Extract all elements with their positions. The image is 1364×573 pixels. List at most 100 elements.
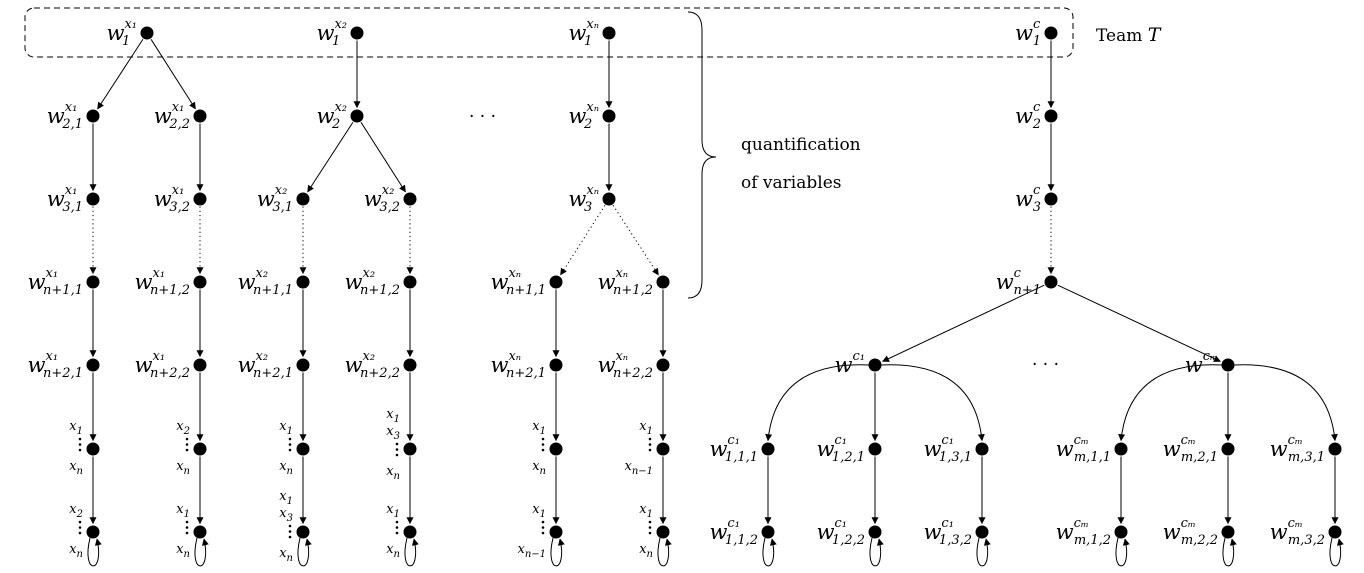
svg-text:xn: xn [69,459,83,477]
brace-label-line2: of variables [741,173,841,193]
node-w32x1 [193,192,207,206]
edge-w2x2-w31x2 [307,122,354,193]
node-leafA4 [549,442,563,456]
node-leafA0 [86,442,100,456]
node-w21x1 [86,109,100,123]
svg-text:xn: xn [176,459,190,477]
node-w2c [1044,109,1058,123]
node-wn21x1 [86,358,100,372]
svg-text:x1: x1 [532,419,546,437]
edge-wc1-w111 [765,364,869,442]
svg-text:x1: x1 [386,407,400,425]
node-wn12x2 [403,275,417,289]
edge-w3xn-wn12xn [612,205,659,276]
svg-text:xn: xn [279,546,293,564]
node-wn22x2 [403,358,417,372]
self-loop-6 [762,537,777,567]
svg-text:x1: x1 [279,489,293,507]
svg-text:x2: x2 [176,419,190,437]
node-wn22xn [656,358,670,372]
node-w1x1 [140,26,154,40]
node-w1x2 [350,26,364,40]
var-label-block-1: x2 xn [176,419,190,477]
quantification-brace [687,11,717,299]
svg-text:x2: x2 [69,502,83,520]
edge-w1x1-w21x1 [97,39,144,110]
svg-text:xn: xn [279,459,293,477]
node-w131 [975,442,989,456]
edge-wc1-w131 [881,364,985,442]
node-wn11x1 [86,275,100,289]
svg-text:xn: xn [69,542,83,560]
label-wcm: wcₘ [1185,349,1218,377]
self-loop-7 [869,537,884,567]
node-leafA2 [296,442,310,456]
svg-text:xn−1: xn−1 [517,542,546,560]
var-label-block-0: x1 xn [69,419,83,477]
node-w31x2 [296,192,310,206]
svg-text:xn: xn [176,542,190,560]
svg-text:x1: x1 [279,419,293,437]
node-wcm [1221,358,1235,372]
node-wn21x2 [296,358,310,372]
nodes [86,26,1342,539]
edge-w3xn-wn11xn [560,205,606,276]
node-leafB2 [296,525,310,539]
svg-text:x1: x1 [639,419,653,437]
node-wn12x1 [193,275,207,289]
node-w2xn [602,109,616,123]
svg-text:x1: x1 [69,419,83,437]
var-label-block-6: x2 xn [69,502,83,560]
node-wm21 [1221,442,1235,456]
node-wn11xn [549,275,563,289]
ellipsis-clauses: · · · [1032,355,1059,375]
node-wn11x2 [296,275,310,289]
node-wm31 [1328,442,1342,456]
edge-wcm-wm31 [1234,364,1338,442]
node-leafB4 [549,525,563,539]
svg-text:xn−1: xn−1 [624,459,653,477]
node-wn1c [1044,275,1058,289]
node-w112 [761,525,775,539]
node-leafB3 [403,525,417,539]
brace-label-line1: quantification [741,135,861,155]
svg-text:xn: xn [532,459,546,477]
team-box [24,7,1074,58]
edges [87,39,1344,567]
node-wm12 [1114,525,1128,539]
node-w1c [1044,26,1058,40]
team-label: Team T [1096,24,1162,46]
edge-w2x2-w32x2 [360,122,406,193]
self-loop-9 [1115,537,1130,567]
svg-text:x3: x3 [279,506,293,524]
node-w2x2 [350,109,364,123]
node-wc1 [868,358,882,372]
node-w22x1 [193,109,207,123]
node-leafA5 [656,442,670,456]
